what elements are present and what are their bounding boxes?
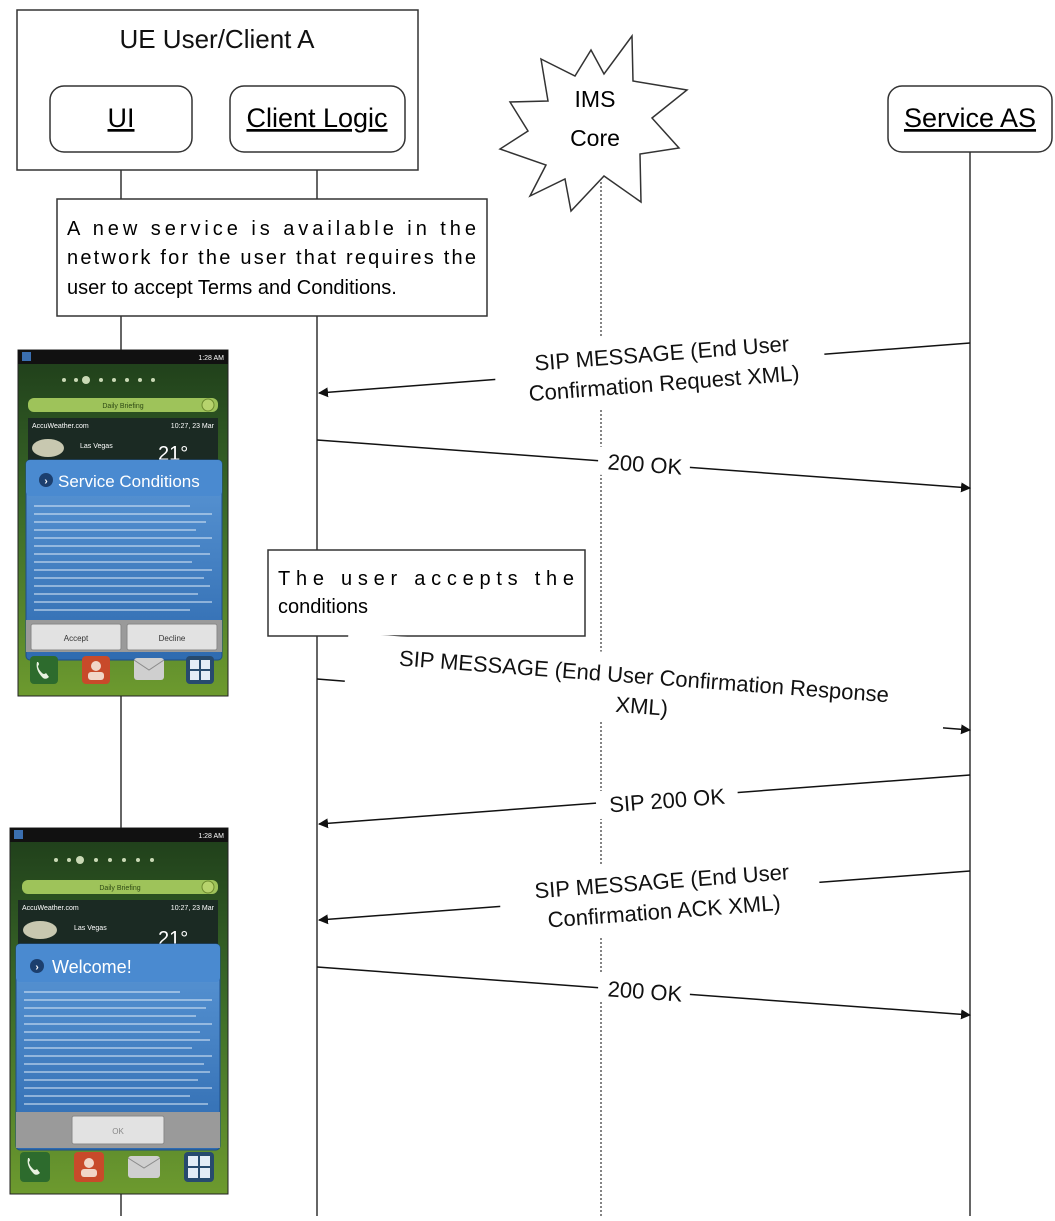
phone1-decline-button xyxy=(126,623,218,651)
note-service-available-line3: user to accept Terms and Conditions. xyxy=(67,277,397,299)
msg2-label: 200 OK xyxy=(607,449,684,479)
phone2-status-time: 1:28 AM xyxy=(198,833,224,840)
service-as-participant xyxy=(887,85,1053,153)
service-as-participant-label: Service AS xyxy=(904,103,1036,133)
ims-core-label-line1: IMS xyxy=(575,86,616,112)
phone1-widget-title: Daily Briefing xyxy=(102,403,143,410)
note-service-available xyxy=(56,198,488,317)
ims-core-starburst xyxy=(498,33,689,213)
phone1-weather-date: 10:27, 23 Mar xyxy=(171,423,215,430)
phone2-dialog-title: Welcome! xyxy=(52,957,132,977)
phone1-city: Las Vegas xyxy=(80,443,113,450)
phone1-status-time: 1:28 AM xyxy=(198,355,224,362)
note-service-available-line2: network for the user that requires the xyxy=(67,247,476,269)
phone1-accept-label: Accept xyxy=(64,634,89,643)
phone1-messaging-icon xyxy=(134,658,164,680)
ims-core-label-line2: Core xyxy=(570,125,620,151)
msg4-label: SIP 200 OK xyxy=(608,784,726,818)
ui-participant-label: UI xyxy=(108,103,135,133)
phone2-ok-button xyxy=(71,1115,165,1145)
phone2-ok-label: OK xyxy=(112,1127,124,1136)
phone1-weather-source: AccuWeather.com xyxy=(32,423,89,430)
msg3-label-line2: XML) xyxy=(615,692,669,721)
phone-screenshot-welcome: 1:28 AM Daily Briefing AccuWeather.com 1… xyxy=(9,827,229,1195)
note-user-accepts xyxy=(267,549,586,637)
phone1-phone-icon xyxy=(30,656,58,684)
phone1-accept-button xyxy=(30,623,122,651)
svg-text:›: › xyxy=(44,476,47,487)
phone1-decline-label: Decline xyxy=(159,634,186,643)
client-logic-participant-label: Client Logic xyxy=(246,103,387,133)
phone2-city: Las Vegas xyxy=(74,925,107,932)
phone2-widget-title: Daily Briefing xyxy=(99,885,140,892)
phone2-messaging-icon xyxy=(128,1156,160,1178)
ue-group-title: UE User/Client A xyxy=(119,24,315,54)
phone2-phone-icon xyxy=(20,1152,50,1182)
phone1-dialog-title: Service Conditions xyxy=(58,472,200,491)
phone2-weather-date: 10:27, 23 Mar xyxy=(171,905,215,912)
phone2-weather-source: AccuWeather.com xyxy=(22,905,79,912)
note-user-accepts-line2: conditions xyxy=(278,596,368,618)
client-logic-participant xyxy=(229,85,406,153)
msg6-label: 200 OK xyxy=(607,976,684,1006)
phone-screenshot-service-conditions: 1:28 AM Daily Briefing AccuWeather.com 1… xyxy=(17,349,229,697)
ui-participant xyxy=(49,85,193,153)
svg-text:›: › xyxy=(35,962,38,973)
